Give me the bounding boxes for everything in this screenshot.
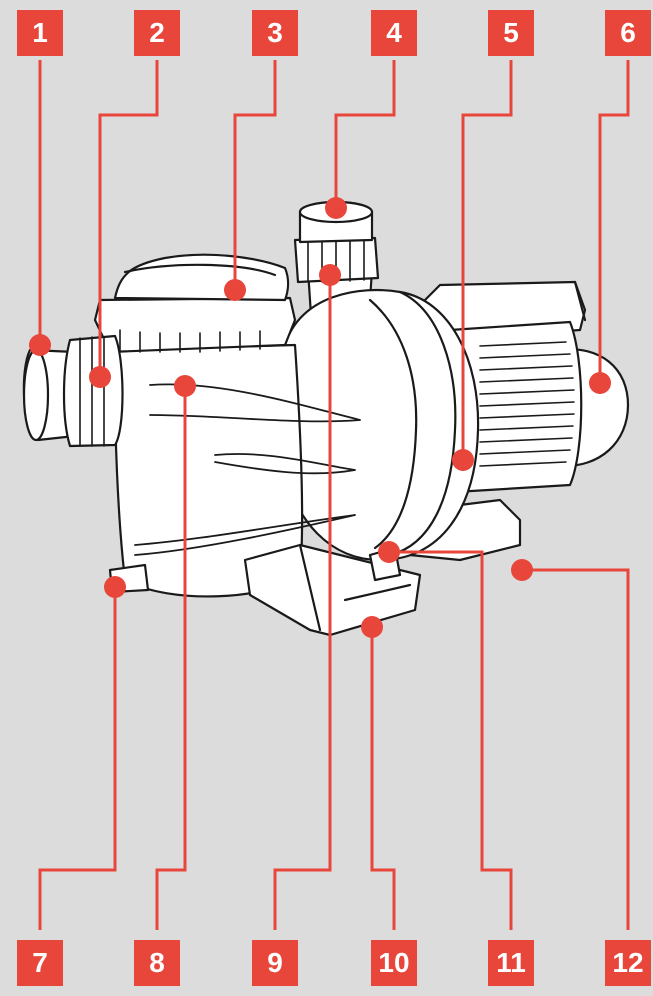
label-badge-11: 11 (488, 940, 534, 986)
marker-dot-4 (325, 197, 347, 219)
leader-9 (273, 275, 332, 930)
marker-dot-3 (224, 279, 246, 301)
marker-dot-11 (378, 541, 400, 563)
leader-8 (155, 386, 187, 930)
motor-body (448, 320, 583, 494)
leader-11 (389, 550, 513, 930)
marker-dot-5 (452, 449, 474, 471)
label-badge-3: 3 (252, 10, 298, 56)
volute-housing (283, 288, 480, 562)
marker-dot-6 (589, 372, 611, 394)
strainer-pot (113, 343, 304, 598)
marker-dot-2 (89, 366, 111, 388)
label-badge-9: 9 (252, 940, 298, 986)
leader-3 (233, 60, 277, 290)
marker-dot-10 (361, 616, 383, 638)
label-badge-5: 5 (488, 10, 534, 56)
leader-5 (461, 60, 513, 460)
leader-4 (334, 60, 396, 208)
marker-dot-7 (104, 576, 126, 598)
leader-10 (370, 627, 396, 930)
marker-dot-12 (511, 559, 533, 581)
label-badge-2: 2 (134, 10, 180, 56)
label-badge-1: 1 (17, 10, 63, 56)
marker-dot-9 (319, 264, 341, 286)
leader-6 (598, 60, 630, 383)
label-badge-6: 6 (605, 10, 651, 56)
label-badge-8: 8 (134, 940, 180, 986)
label-badge-12: 12 (605, 940, 651, 986)
label-badge-10: 10 (371, 940, 417, 986)
marker-dot-8 (174, 375, 196, 397)
marker-dot-1 (29, 334, 51, 356)
label-badge-7: 7 (17, 940, 63, 986)
leader-2 (98, 60, 159, 377)
leader-7 (38, 587, 117, 930)
label-badge-4: 4 (371, 10, 417, 56)
motor-fins (479, 341, 575, 467)
inlet-union-nut (62, 334, 124, 448)
leader-12 (522, 568, 630, 930)
